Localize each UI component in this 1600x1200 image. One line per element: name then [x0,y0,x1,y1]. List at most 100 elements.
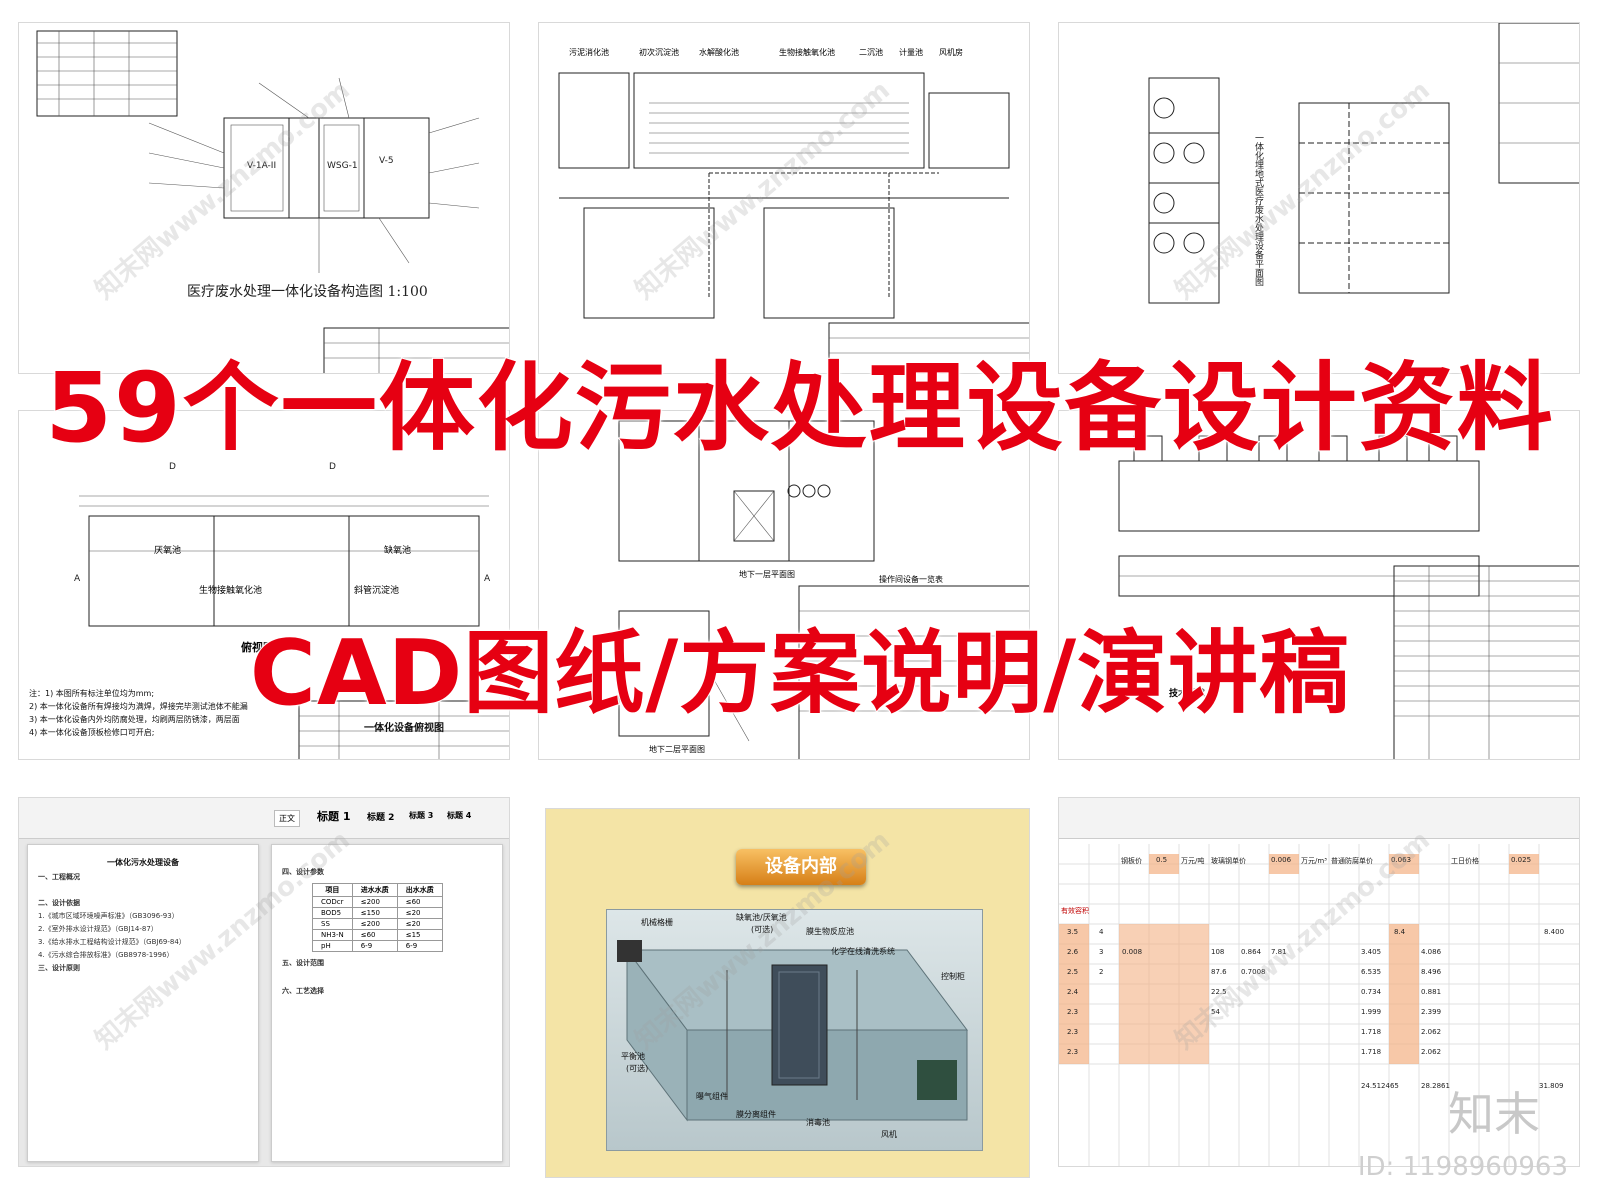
cad-panel-equipment-elevation: 技术要求 [1058,410,1580,760]
table-cell: ≤200 [351,896,398,908]
sheet-row3-col1[interactable]: 2.5 [1067,968,1079,976]
sheet-cell-frp-price[interactable]: 0.006 [1271,856,1292,864]
sheet-cell-steel-price[interactable]: 0.5 [1156,856,1168,864]
table-cell: SS [312,918,353,930]
svg-text:D: D [169,462,176,472]
sheet-row2-col10[interactable]: 3.405 [1361,948,1382,956]
sheet-total-2[interactable]: 28.2861 [1421,1082,1450,1090]
sheet-cell-steel-price-label: 钢板价 [1121,857,1142,865]
process-label-secondary-clarifier: 二沉池 [859,48,883,57]
table-row: pH 6-9 6-9 [312,940,443,952]
style-heading4[interactable]: 标题 4 [447,811,472,820]
doc-page-left: 一体化污水处理设备 一、工程概况 二、设计依据 1.《城市区域环境噪声标准》（G… [27,844,259,1162]
sheet-row4-col1[interactable]: 2.4 [1067,988,1079,996]
sheet-row4-col6[interactable]: 22.5 [1211,988,1227,996]
sheet-cell-workday-price[interactable]: 0.025 [1511,856,1532,864]
doc-section: 三、设计原则 [38,964,80,972]
sheet-row4-total[interactable]: 0.881 [1421,988,1442,996]
sheet-row7-total[interactable]: 2.062 [1421,1048,1442,1056]
sheet-row3-total[interactable]: 8.496 [1421,968,1442,976]
doc-toolbar: 正文 标题 1 标题 2 标题 3 标题 4 [19,798,509,839]
sheet-row6-total[interactable]: 2.062 [1421,1028,1442,1036]
doc-panel-word: 正文 标题 1 标题 2 标题 3 标题 4 一体化污水处理设备 一、工程概况 … [18,797,510,1167]
doc-list-item: 3.《给水排水工程结构设计规范》（GBJ69-84） [38,938,186,946]
sheet-row5-total[interactable]: 2.399 [1421,1008,1442,1016]
sheet-row2-col7[interactable]: 0.864 [1241,948,1262,956]
ppt-label-control-cabinet: 控制柜 [941,972,965,981]
sheet-row3-col10[interactable]: 6.535 [1361,968,1382,976]
sheet-row1-col2[interactable]: 4 [1099,928,1104,936]
headline-title: 59个一体化污水处理设备设计资料 [44,351,1555,465]
table-cell: ≤60 [351,929,398,941]
sheet-row2-col2[interactable]: 3 [1099,948,1104,956]
cad-drawing-plan [1148,23,1579,304]
svg-text:D: D [329,462,336,472]
basement-label-level2: 地下二层平面图 [649,745,705,754]
sheet-row7-col10[interactable]: 1.718 [1361,1048,1382,1056]
cad-panel-construction: V-1A-II WSG-1 V-5 医疗废水处理一体化设备构造图 1:100 [18,22,510,374]
doc-section: 六、工艺选择 [282,987,324,995]
top-view-label-anoxic: 缺氧池 [384,546,412,556]
doc-list-item: 4.《污水综合排放标准》（GB8978-1996） [38,951,174,959]
svg-text:WSG-1: WSG-1 [327,161,358,171]
doc-section: 一、工程概况 [38,873,80,881]
ppt-label-anoxic: 缺氧池/厌氧池 [736,913,787,922]
sheet-cell-steel-unit: 万元/吨 [1181,857,1205,865]
process-label-metering: 计量池 [899,48,923,57]
ppt-label-aeration: 曝气组件 [696,1092,728,1101]
cad-drawing-process [558,72,1029,373]
basement-label-level1: 地下一层平面图 [739,570,795,579]
top-view-title-block: 一体化设备俯视图 [364,723,444,734]
sheet-row2-col6[interactable]: 108 [1211,948,1225,956]
sheet-row2-col8[interactable]: 7.81 [1271,948,1287,956]
top-view-label-anaerobic: 厌氧池 [154,546,182,556]
top-view-label-contact-oxidation: 生物接触氧化池 [199,586,263,596]
table-row: BOD5 ≤150 ≤20 [312,907,443,919]
svg-text:V-5: V-5 [379,156,394,166]
sheet-row3-col6[interactable]: 87.6 [1211,968,1227,976]
sheet-row1-col1[interactable]: 3.5 [1067,928,1079,936]
process-label-contact-oxidation: 生物接触氧化池 [779,48,835,57]
table-header: 项目 [312,883,353,897]
sheet-total-1[interactable]: 24.512465 [1361,1082,1399,1090]
sheet-row5-col6[interactable]: 54 [1211,1008,1220,1016]
ppt-label-mbr: 膜生物反应池 [806,927,854,936]
sheet-row6-col10[interactable]: 1.718 [1361,1028,1382,1036]
table-cell: NH3-N [312,929,353,941]
ppt-label-cip: 化学在线清洗系统 [831,947,895,956]
table-cell: ≤20 [396,918,443,930]
process-label-primary-sedimentation: 初次沉淀池 [639,48,679,57]
style-heading2[interactable]: 标题 2 [367,813,395,823]
ppt-slide-title: 设备内部 [736,849,866,885]
sheet-cell-anticorrosion-price[interactable]: 0.063 [1391,856,1412,864]
sheet-row5-col10[interactable]: 1.999 [1361,1008,1382,1016]
sheet-row1-total[interactable]: 8.400 [1544,928,1565,936]
sheet-cell-workday-label: 工日价格 [1451,857,1479,865]
sheet-total-3[interactable]: 31.809 [1539,1082,1564,1090]
doc-section: 五、设计范围 [282,959,324,967]
table-row: SS ≤200 ≤20 [312,918,443,930]
sheet-row1-col10[interactable]: 8.4 [1394,928,1406,936]
sheet-row2-total[interactable]: 4.086 [1421,948,1442,956]
elevation-tech-requirements: 技术要求 [1169,689,1206,699]
doc-body-placeholder [38,885,248,895]
sheet-row6-col1[interactable]: 2.3 [1067,1028,1079,1036]
svg-text:A: A [484,574,491,584]
sheet-row2-col1[interactable]: 2.6 [1067,948,1079,956]
sheet-row3-col2[interactable]: 2 [1099,968,1104,976]
ppt-label-membrane: 膜分离组件 [736,1110,776,1119]
cad-panel-plan-elevation: 一体化埋地式医疗废水处理设备平面图 [1058,22,1580,374]
top-view-note: 2) 本一体化设备所有焊接均为满焊，焊接完毕测试池体不能漏 [29,702,248,711]
style-heading1[interactable]: 标题 1 [317,810,351,823]
style-normal[interactable]: 正文 [274,810,300,827]
sheet-row4-col10[interactable]: 0.734 [1361,988,1382,996]
equipment-3d-model [617,940,968,1122]
style-heading3[interactable]: 标题 3 [409,811,434,820]
sheet-row3-col7[interactable]: 0.7008 [1241,968,1266,976]
basement-label-equipment-list: 操作间设备一览表 [879,575,943,584]
sheet-row7-col1[interactable]: 2.3 [1067,1048,1079,1056]
top-view-label-inclined-tube: 斜管沉淀池 [354,586,400,596]
sheet-row2-col3[interactable]: 0.008 [1122,948,1143,956]
sheet-row5-col1[interactable]: 2.3 [1067,1008,1079,1016]
doc-list-item: 2.《室外排水设计规范》（GBJ14-87） [38,925,158,933]
